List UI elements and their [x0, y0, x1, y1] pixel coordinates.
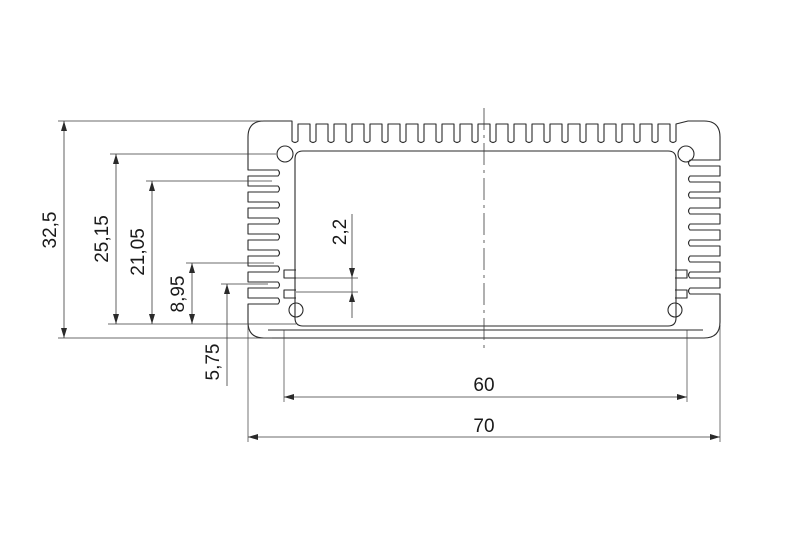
arrow-21-05-top [149, 181, 155, 191]
arrow-25-15-top [113, 154, 119, 164]
arrow-60-left [284, 394, 294, 400]
dimension-labels: 32,5 25,15 21,05 8,95 5,75 2,2 60 70 [40, 212, 495, 437]
profile-outer-outline [247, 120, 721, 339]
arrow-32-5-top [61, 121, 67, 131]
arrow-8-95-top [189, 263, 195, 273]
label-height-5-75: 5,75 [203, 344, 224, 381]
screw-hole-bottom-left [288, 302, 304, 318]
label-height-25-15: 25,15 [92, 215, 113, 263]
label-height-8-95: 8,95 [168, 276, 189, 313]
arrow-2-2-top [349, 268, 355, 278]
pcb-slot-left [283, 269, 296, 279]
label-inner-width: 60 [473, 375, 494, 396]
arrow-60-right [677, 394, 687, 400]
arrow-70-left [248, 434, 258, 440]
arrow-2-2-bottom [349, 292, 355, 302]
screw-hole-top-left [276, 145, 294, 163]
screw-hole-top-right [677, 145, 695, 163]
pcb-slot-left-lower [283, 289, 296, 299]
pcb-slot-right-lower [675, 289, 688, 299]
arrow-70-right [710, 434, 720, 440]
profile-inner-cavity [294, 150, 677, 327]
screw-holes [276, 145, 695, 318]
label-height-21-05: 21,05 [128, 228, 149, 276]
profile [247, 120, 721, 339]
pcb-slots [283, 269, 688, 299]
screw-hole-bottom-right [667, 302, 683, 318]
arrow-8-95-bottom [189, 314, 195, 324]
arrow-5-75-top [224, 284, 230, 294]
arrow-32-5-bottom [61, 328, 67, 338]
arrow-21-05-bottom [149, 314, 155, 324]
pcb-slot-right [675, 269, 688, 279]
extension-lines [58, 120, 721, 442]
arrow-25-15-bottom [113, 314, 119, 324]
label-overall-width: 70 [473, 416, 494, 437]
label-overall-height: 32,5 [40, 212, 61, 249]
label-slot-gap: 2,2 [330, 219, 351, 245]
arrowheads [61, 121, 720, 440]
dimension-lines [63, 121, 720, 438]
